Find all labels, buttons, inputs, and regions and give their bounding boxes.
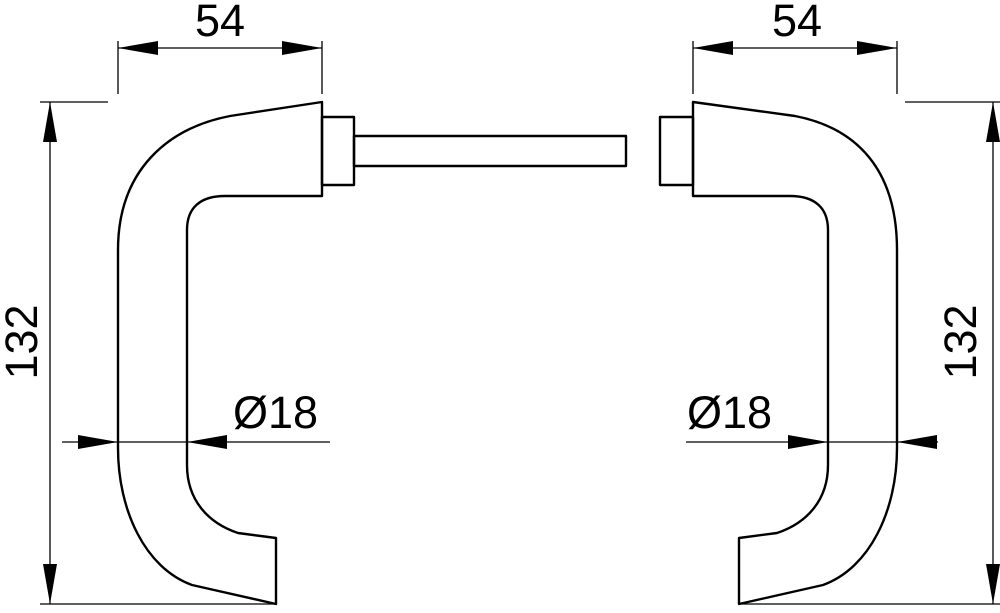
left-rosette bbox=[320, 115, 356, 187]
left-width-arrow-end bbox=[282, 41, 322, 55]
right-width-arrow-end bbox=[857, 41, 897, 55]
right-height-arrow-bottom bbox=[986, 564, 1000, 604]
right-rosette bbox=[658, 115, 695, 187]
left-height-dimension: 132 bbox=[0, 101, 276, 605]
left-width-label: 54 bbox=[195, 0, 245, 46]
left-diameter-dimension: Ø18 bbox=[62, 387, 330, 449]
left-handle-outline bbox=[116, 100, 324, 606]
right-height-arrow-top bbox=[986, 102, 1000, 142]
right-lever-handle bbox=[658, 100, 899, 606]
right-height-label: 132 bbox=[935, 304, 986, 379]
right-diameter-label: Ø18 bbox=[687, 387, 772, 438]
right-width-arrow-start bbox=[693, 41, 733, 55]
left-width-dimension: 54 bbox=[117, 0, 323, 94]
left-diameter-arrow-outer bbox=[78, 435, 118, 449]
right-diameter-arrow-inner bbox=[788, 435, 828, 449]
left-diameter-arrow-inner bbox=[187, 435, 227, 449]
left-lever-handle bbox=[116, 100, 628, 606]
right-diameter-dimension: Ø18 bbox=[686, 387, 938, 449]
right-width-label: 54 bbox=[772, 0, 822, 46]
spindle bbox=[352, 134, 628, 168]
right-width-dimension: 54 bbox=[692, 0, 898, 94]
left-width-arrow-start bbox=[118, 41, 158, 55]
right-height-dimension: 132 bbox=[739, 101, 1000, 605]
left-height-arrow-bottom bbox=[43, 564, 57, 604]
left-height-label: 132 bbox=[0, 304, 47, 379]
right-diameter-arrow-outer bbox=[897, 435, 937, 449]
right-handle-outline bbox=[691, 100, 899, 606]
left-diameter-label: Ø18 bbox=[233, 387, 318, 438]
left-height-arrow-top bbox=[43, 102, 57, 142]
